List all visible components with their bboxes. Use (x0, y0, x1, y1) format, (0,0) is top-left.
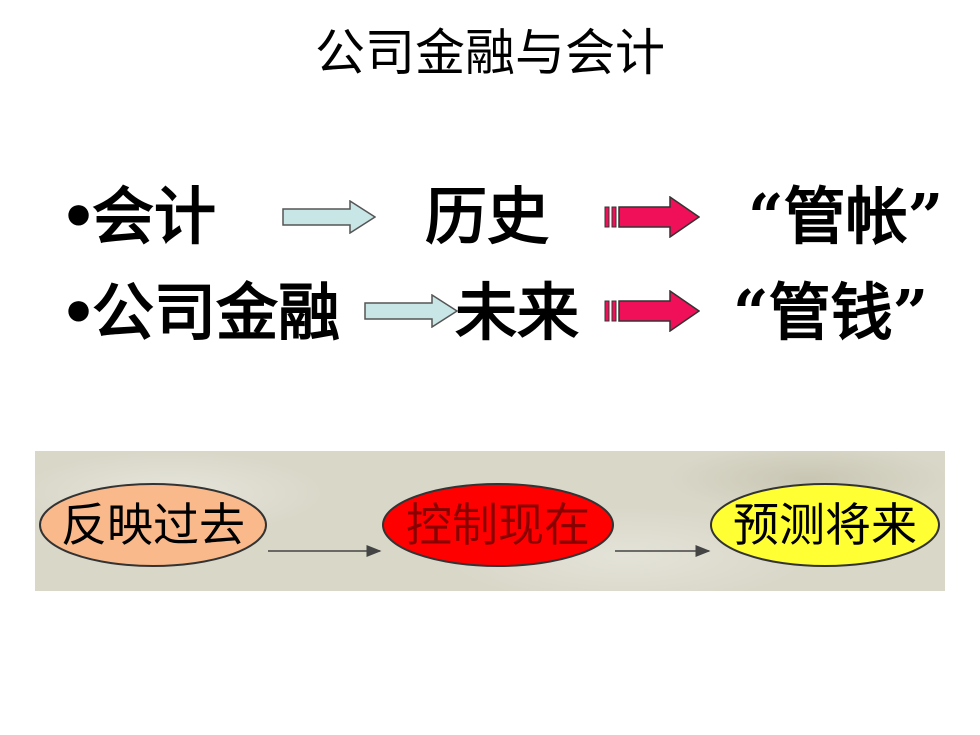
flow-step-label: 预测将来 (733, 498, 917, 552)
striped-arrow-icon (604, 196, 700, 238)
flow-step-label: 反映过去 (61, 498, 245, 552)
row-subject: 公司金融 (92, 276, 341, 349)
slide-title: 公司金融与会计 (315, 24, 665, 82)
oval-present (382, 483, 614, 567)
bullet-row-accounting: • 会计 历史 “管帐” (0, 172, 980, 262)
striped-arrow-icon (604, 290, 700, 332)
bullet-marker: • (60, 183, 98, 251)
bullet-row-corporate-finance: • 公司金融 未来 “管钱” (0, 268, 980, 358)
oval-past (39, 483, 267, 567)
row-subject: 会计 (92, 180, 217, 253)
block-arrow-icon (364, 294, 458, 328)
block-arrow-icon (282, 200, 376, 234)
bullet-marker: • (60, 279, 98, 347)
row-result: “管钱” (733, 276, 929, 349)
row-middle: 历史 (425, 180, 550, 253)
row-result: “管帐” (748, 180, 944, 253)
oval-future (710, 483, 940, 567)
flow-step-label: 控制现在 (406, 498, 590, 552)
row-middle: 未来 (455, 276, 580, 349)
flow-diagram-shapes (39, 483, 940, 567)
flow-diagram: 反映过去 控制现在 预测将来 (35, 451, 945, 591)
